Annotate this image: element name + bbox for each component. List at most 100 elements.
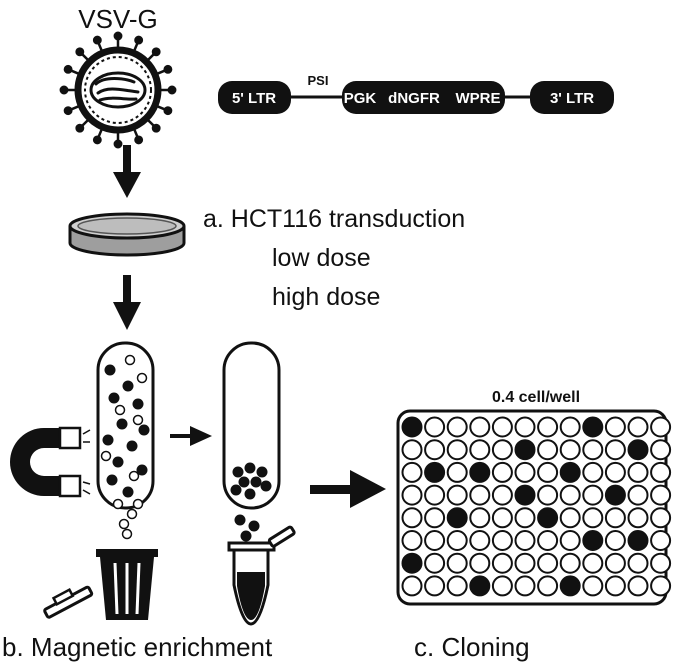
well-empty xyxy=(469,507,491,529)
virus-particle xyxy=(59,31,177,149)
unlabeled-cell xyxy=(112,498,124,510)
virus-spike-head xyxy=(75,47,85,57)
well-empty xyxy=(650,530,672,551)
unlabeled-cell xyxy=(126,508,138,520)
well-occupied xyxy=(627,439,649,461)
well-empty xyxy=(650,416,672,438)
labeled-cell xyxy=(136,464,148,476)
virus-spike-head xyxy=(134,35,144,45)
labeled-cell xyxy=(122,486,134,498)
unlabeled-cell xyxy=(136,372,148,384)
well-empty xyxy=(537,439,559,461)
well-empty xyxy=(401,461,423,483)
well-empty xyxy=(559,530,581,551)
labeled-cell xyxy=(104,364,116,376)
well-empty xyxy=(491,439,513,461)
well-empty xyxy=(446,575,468,597)
well-empty xyxy=(604,552,626,574)
virus-spike-head xyxy=(92,35,102,45)
virus-spike-head xyxy=(113,139,123,149)
virus-spike-head xyxy=(75,123,85,133)
well-occupied xyxy=(537,507,559,529)
enriched-cell xyxy=(248,520,260,532)
well-empty xyxy=(401,484,423,506)
well-occupied xyxy=(446,507,468,529)
step-a-high-dose: high dose xyxy=(272,283,380,311)
virus-spike-head xyxy=(167,85,177,95)
well-empty xyxy=(491,507,513,529)
well-empty xyxy=(559,552,581,574)
segment-5ltr xyxy=(218,81,291,114)
well-empty xyxy=(650,439,672,461)
well-empty xyxy=(424,552,446,574)
well-empty xyxy=(627,416,649,438)
well-empty xyxy=(491,552,513,574)
arrow-tube-to-tube xyxy=(170,426,212,446)
labeled-cell xyxy=(108,392,120,404)
virus-spike-head xyxy=(92,135,102,145)
well-empty xyxy=(424,507,446,529)
well-empty xyxy=(559,507,581,529)
unlabeled-cell xyxy=(124,354,136,366)
segment-5ltr-label: 5' LTR xyxy=(232,90,276,107)
enriched-cell xyxy=(244,462,256,474)
well-empty xyxy=(514,461,536,483)
labeled-cell xyxy=(122,380,134,392)
step-a-title: a. HCT116 transduction xyxy=(203,205,465,233)
well-occupied xyxy=(604,484,626,506)
well-empty xyxy=(424,416,446,438)
virus-spike-head xyxy=(151,123,161,133)
well-empty xyxy=(401,439,423,461)
well-occupied xyxy=(559,461,581,483)
well-empty xyxy=(537,416,559,438)
virus-label: VSV-G xyxy=(78,4,157,34)
well-empty xyxy=(424,575,446,597)
segment-wpre-label: WPRE xyxy=(456,90,501,107)
well-empty xyxy=(514,530,536,551)
well-occupied xyxy=(469,461,491,483)
labeled-cell xyxy=(102,434,114,446)
well-empty xyxy=(514,552,536,574)
well-empty xyxy=(424,484,446,506)
well-empty xyxy=(559,416,581,438)
arrow-dish-to-tube xyxy=(113,275,141,330)
virus-spike-head xyxy=(113,31,123,41)
well-plate xyxy=(396,409,672,606)
well-empty xyxy=(537,530,559,551)
well-occupied xyxy=(401,416,423,438)
psi-label: PSI xyxy=(308,73,329,88)
well-empty xyxy=(491,575,513,597)
well-empty xyxy=(537,575,559,597)
virus-spike-head xyxy=(163,64,173,74)
virus-spike-head xyxy=(134,135,144,145)
magnet xyxy=(10,426,91,498)
well-empty xyxy=(582,461,604,483)
segment-3ltr-label: 3' LTR xyxy=(550,90,594,107)
unlabeled-cell xyxy=(100,450,112,462)
well-empty xyxy=(650,575,672,597)
well-occupied xyxy=(582,416,604,438)
well-empty xyxy=(627,461,649,483)
well-empty xyxy=(604,461,626,483)
enriched-cell xyxy=(240,530,252,542)
step-a-low-dose: low dose xyxy=(272,244,371,272)
labeled-cell xyxy=(132,398,144,410)
enriched-cell xyxy=(260,480,272,492)
virus-spike-head xyxy=(63,64,73,74)
step-c-title: c. Cloning xyxy=(414,632,530,662)
enriched-cell xyxy=(250,476,262,488)
arrow-virus-to-dish xyxy=(113,145,141,198)
well-empty xyxy=(491,530,513,551)
collection-tube xyxy=(227,525,296,626)
well-occupied xyxy=(582,530,604,551)
well-empty xyxy=(446,552,468,574)
well-empty xyxy=(650,461,672,483)
well-empty xyxy=(537,552,559,574)
petri-dish xyxy=(68,212,186,257)
well-occupied xyxy=(514,484,536,506)
unlabeled-cell xyxy=(114,404,126,416)
unlabeled-cell xyxy=(128,470,140,482)
well-empty xyxy=(491,461,513,483)
column-tube-mixed xyxy=(96,341,155,540)
